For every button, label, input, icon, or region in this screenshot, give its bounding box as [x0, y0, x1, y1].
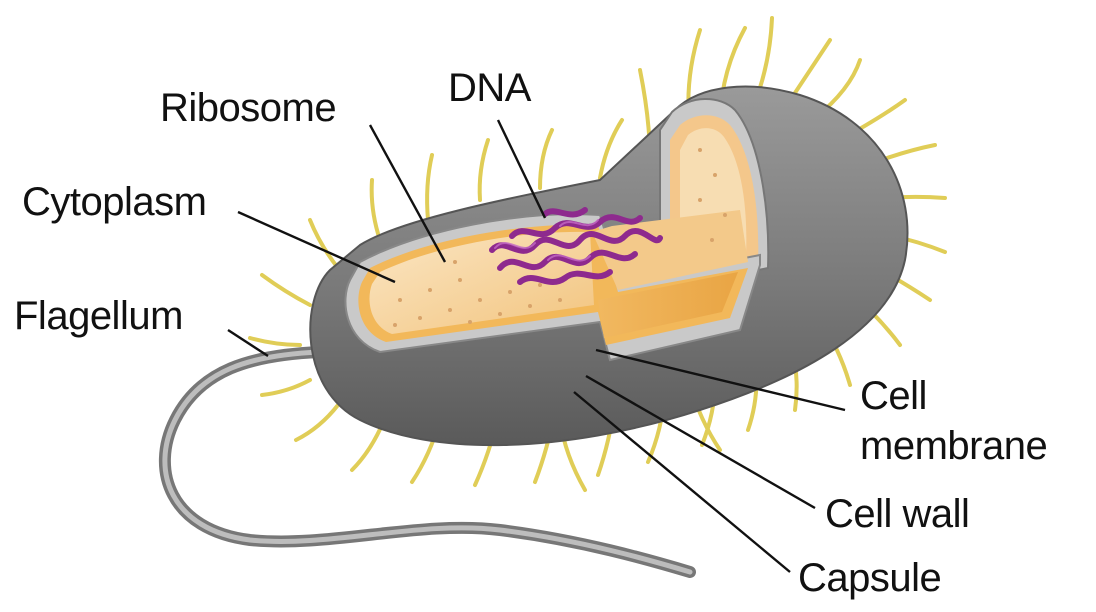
label-capsule: Capsule [798, 558, 941, 598]
label-cytoplasm: Cytoplasm [22, 182, 206, 222]
label-cell-wall: Cell wall [825, 494, 969, 534]
label-ribosome: Ribosome [160, 88, 336, 128]
label-dna: DNA [448, 68, 531, 108]
label-cell-membrane-line2: membrane [860, 426, 1047, 466]
label-flagellum: Flagellum [14, 296, 183, 336]
label-cell-membrane-line1: Cell [860, 376, 927, 416]
